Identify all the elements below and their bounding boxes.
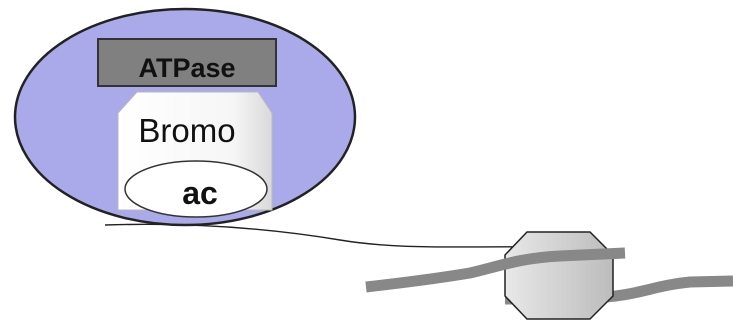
- acetyl-mark: [124, 160, 268, 218]
- nucleosome: [504, 231, 614, 320]
- dna-strand-front: [365, 247, 626, 293]
- atpase-box: [97, 38, 277, 87]
- histone-tail: [104, 223, 541, 248]
- bromodomain-subunit: Bromo ac: [117, 91, 273, 218]
- bromo-label: Bromo: [138, 112, 235, 149]
- acetyl-label: ac: [182, 175, 218, 211]
- atpase-label: ATPase: [138, 53, 235, 83]
- atpase-subunit: ATPase: [97, 38, 277, 87]
